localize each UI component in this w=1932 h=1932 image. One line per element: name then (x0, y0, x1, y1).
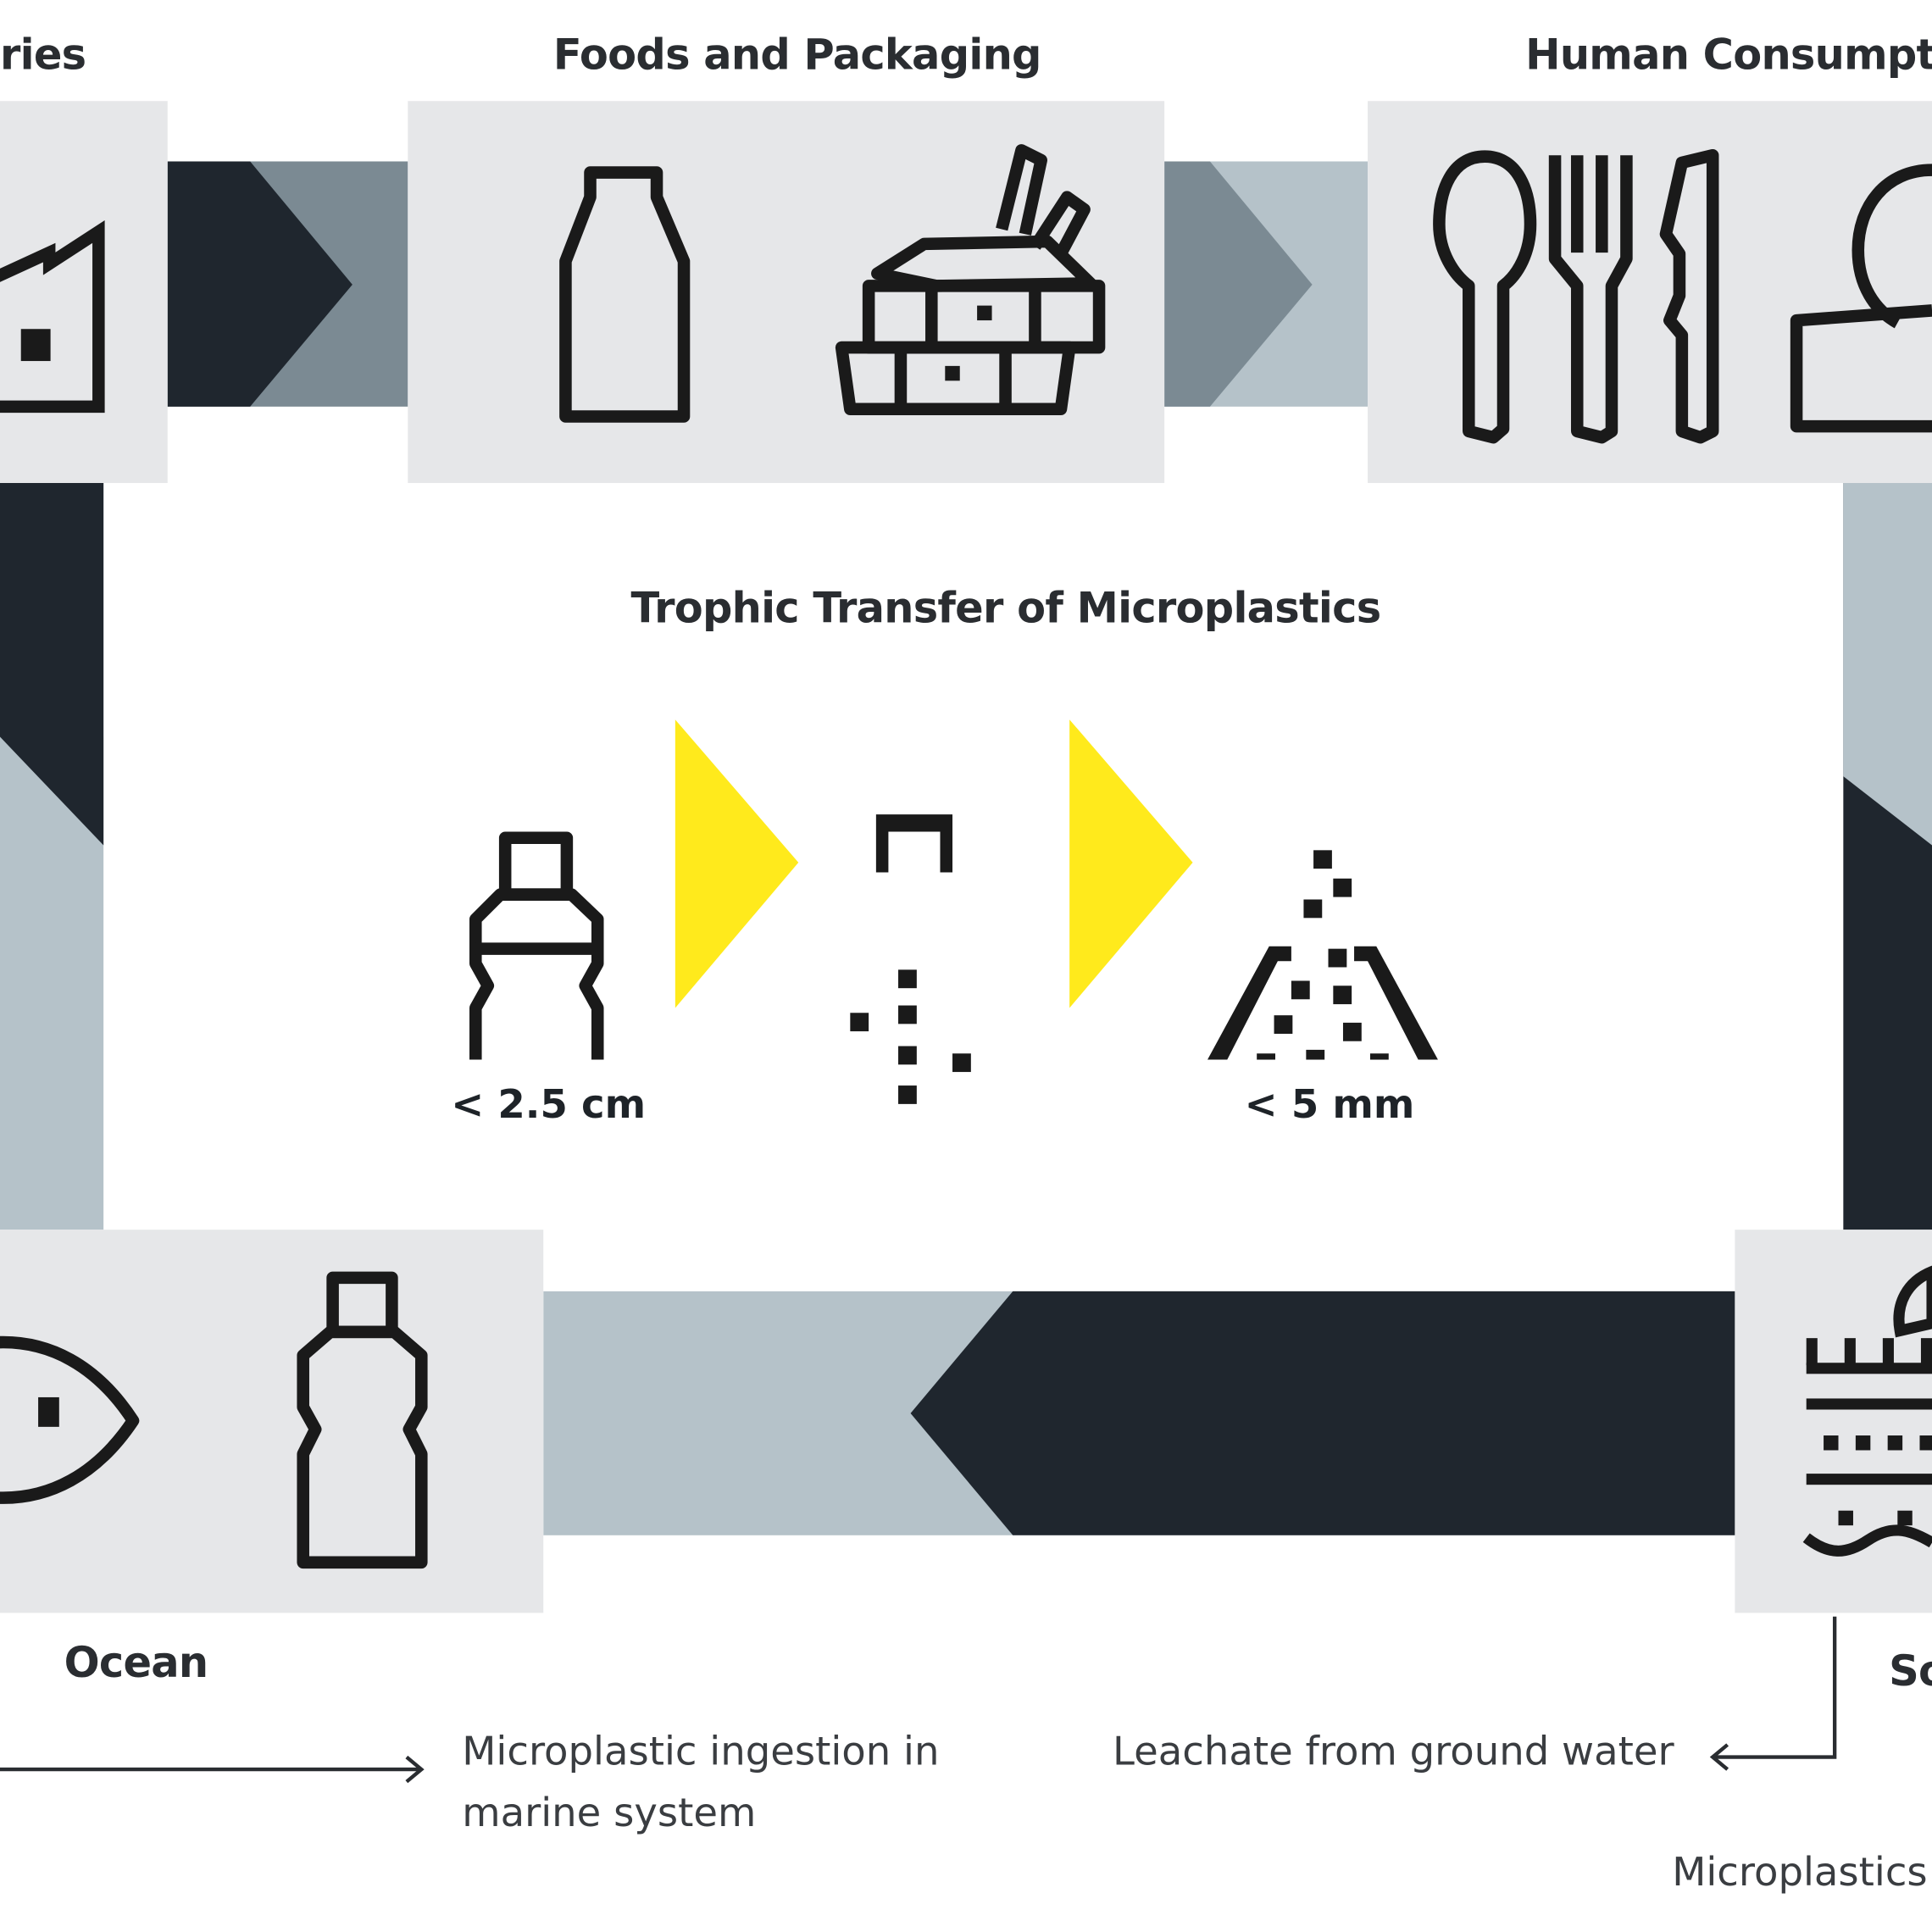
trophic-transfer-graphic (469, 719, 1438, 1104)
note-microplastics: Microplastics (1672, 1848, 1928, 1896)
band-arrow-left (910, 1291, 1735, 1535)
person-icon (1790, 164, 1932, 433)
spoon-icon (1433, 150, 1537, 444)
stage-label-ocean: Ocean (64, 1638, 209, 1689)
stage-label-soil: So (1889, 1647, 1932, 1697)
fish-icon (0, 1335, 140, 1504)
stage-label-foods-packaging: Foods and Packaging (552, 31, 1042, 80)
stage-label-human-consumption: Human Consumptio (1525, 31, 1932, 80)
ingestion-arrow (0, 1755, 425, 1784)
size-label-start: < 2.5 cm (451, 1080, 647, 1128)
center-title: Trophic Transfer of Microplastics (630, 584, 1381, 634)
knife-icon (1659, 148, 1719, 444)
fork-icon (1548, 155, 1633, 444)
panel-ocean (0, 1230, 544, 1613)
particle-pile-icon (1208, 850, 1438, 1060)
factory-icon (0, 219, 105, 414)
fragments-icon (850, 814, 971, 1104)
yellow-arrow-2 (1069, 719, 1193, 1008)
note-ingestion-line1: Microplastic ingestion in (462, 1727, 940, 1774)
note-ingestion: Microplastic ingestion in marine system (462, 1720, 1041, 1843)
small-bottle-icon (469, 831, 604, 1060)
note-ingestion-line2: marine system (462, 1789, 757, 1836)
band-arrow-mid (1164, 161, 1313, 407)
band-arrow-up (0, 483, 104, 846)
grocery-basket-icon (835, 144, 1106, 416)
soil-plant-icon (1802, 1265, 1932, 1557)
note-leachate: Leachate from ground water (1113, 1727, 1674, 1774)
yellow-arrow-1 (675, 719, 799, 1008)
band-arrow-down (1843, 483, 1932, 846)
plastic-bottle-icon (297, 1271, 428, 1569)
stage-label-industries: ries (0, 31, 86, 80)
panel-industries (0, 101, 168, 484)
leachate-arrow (1709, 1616, 1837, 1771)
band-arrow-dark (167, 161, 353, 407)
size-label-end: < 5 mm (1244, 1080, 1415, 1128)
milk-bottle-icon (559, 166, 691, 423)
flow-bands (0, 161, 1932, 1535)
